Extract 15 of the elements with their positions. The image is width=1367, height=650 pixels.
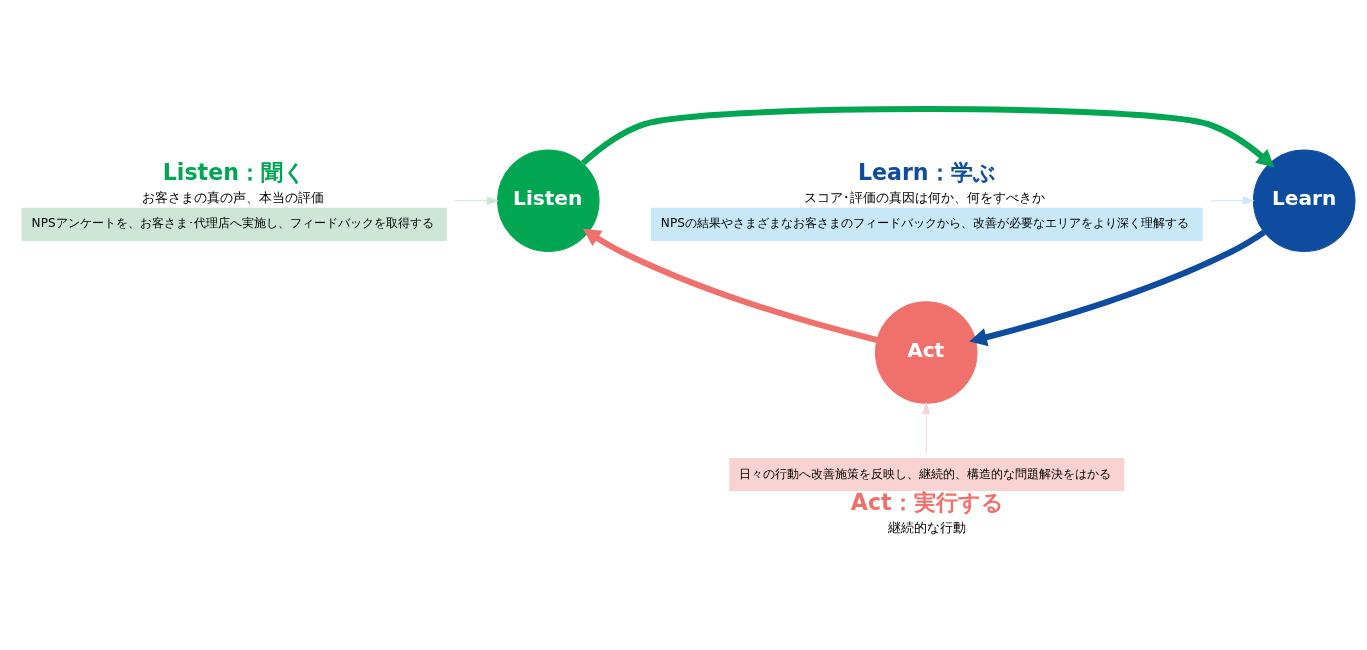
arrow	[1209, 196, 1255, 205]
arrow	[453, 196, 499, 205]
node-label: 継続的な行動	[887, 519, 966, 535]
arrow	[582, 228, 878, 343]
arrow	[921, 401, 930, 454]
arrow	[580, 106, 1274, 168]
node-label: お客さまの真の声、本当の評価	[141, 190, 324, 206]
node-label: Learn：学ぶ	[857, 159, 996, 186]
node-label: Listen：聞く	[162, 159, 306, 186]
node-box: NPSの結果やさまざまなお客さまのフィードバックから、改善が必要なエリアをより深く理解する	[650, 207, 1203, 241]
node-label: スコア･評価の真因は何か、何をすべきか	[803, 190, 1045, 206]
node-box: NPSアンケートを、お客さま･代理店へ実施し、フィードバックを取得する	[21, 207, 447, 241]
node-circle: Act	[874, 301, 978, 404]
arrow	[968, 229, 1266, 347]
node-circle: Listen	[496, 149, 600, 252]
